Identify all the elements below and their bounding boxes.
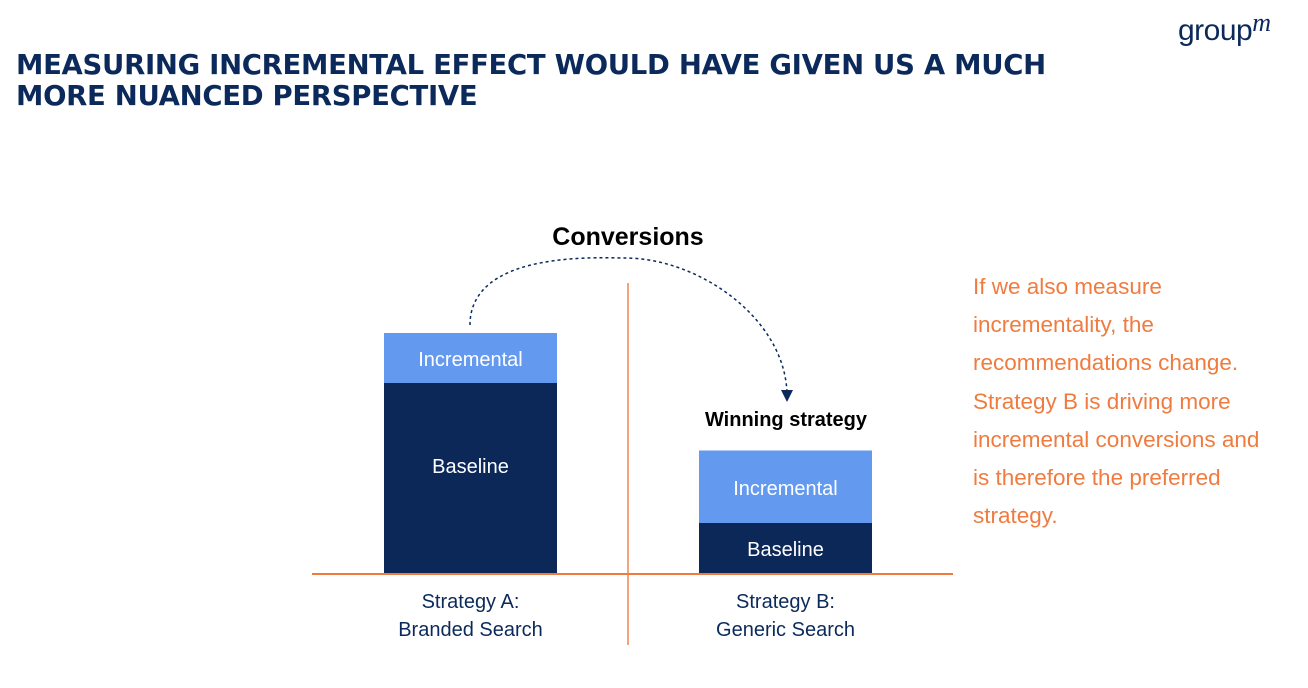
dashed-arrow <box>469 257 793 402</box>
recommendation-note: If we also measure incrementality, the r… <box>973 274 1260 529</box>
title-line-2: MORE NUANCED PERSPECTIVE <box>16 80 478 112</box>
category-label-2: Generic Search <box>716 619 855 641</box>
groupm-logo: groupm <box>1178 8 1271 48</box>
bar-baseline-2 <box>699 523 872 573</box>
bar-incremental-2 <box>699 450 872 523</box>
winning-strategy-annotation: Winning strategy <box>705 409 868 431</box>
logo-text: group <box>1178 14 1253 47</box>
category-label-1: Branded Search <box>398 619 543 641</box>
category-label-2: Strategy B: <box>736 591 835 613</box>
bar-label-baseline-1: Baseline <box>432 456 509 478</box>
slide-title: MEASURING INCREMENTAL EFFECT WOULD HAVE … <box>16 50 1046 112</box>
bar-label-incremental-1: Incremental <box>418 349 523 371</box>
bar-incremental-1 <box>384 333 557 383</box>
bar-label-baseline-2: Baseline <box>747 539 824 561</box>
bar-label-incremental-2: Incremental <box>733 478 838 500</box>
category-label-1: Strategy A: <box>422 591 520 613</box>
bar-baseline-1 <box>384 383 557 573</box>
title-line-1: MEASURING INCREMENTAL EFFECT WOULD HAVE … <box>16 49 1046 81</box>
chart-title: Conversions <box>552 223 703 251</box>
logo-superscript: m <box>1252 8 1271 37</box>
